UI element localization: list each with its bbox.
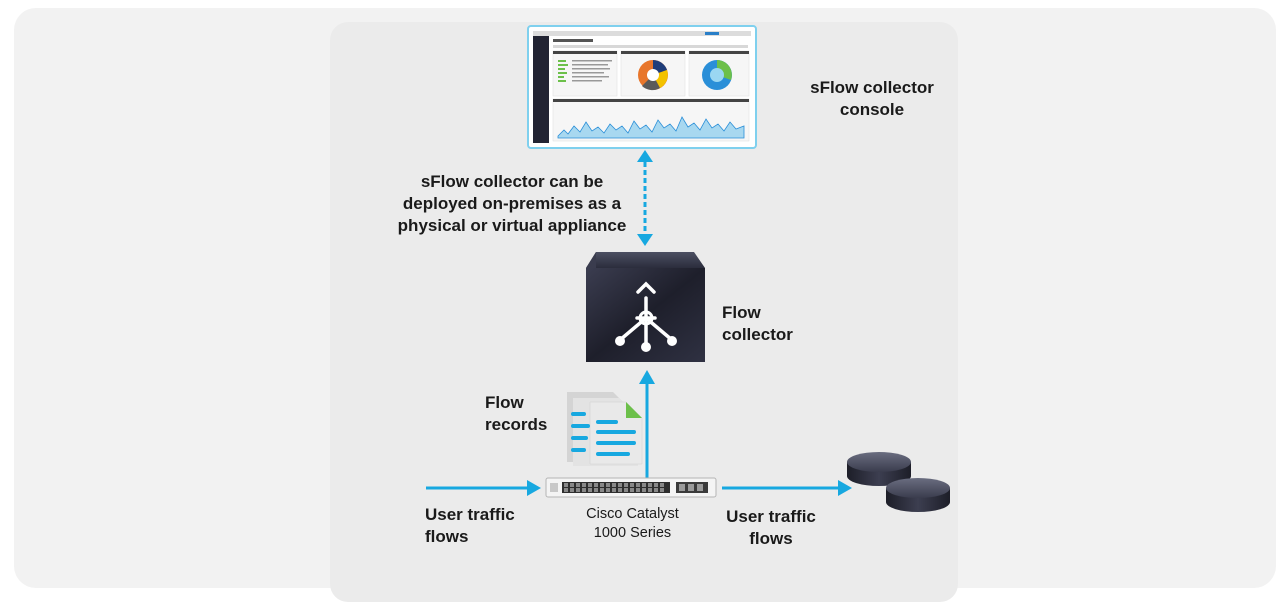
user-traffic-in-arrow xyxy=(426,480,541,496)
network-diagram xyxy=(426,25,950,512)
user-traffic-in-label: User traffic flows xyxy=(425,505,515,546)
cisco-catalyst-switch-icon xyxy=(545,477,717,498)
user-traffic-out-label: User traffic flows xyxy=(726,507,816,548)
user-traffic-out-arrow xyxy=(722,480,852,496)
deployment-note: sFlow collector can be deployed on-premi… xyxy=(397,172,627,235)
flow-collector-label: Flow collector xyxy=(722,303,793,344)
console-collector-link-arrow xyxy=(637,150,653,246)
switch-label: Cisco Catalyst 1000 Series xyxy=(586,506,679,541)
sflow-console-monitor-icon xyxy=(527,25,757,149)
flow-records-label: Flow records xyxy=(485,393,548,434)
console-label: sFlow collector console xyxy=(810,78,934,119)
flow-records-documents-icon xyxy=(567,392,643,466)
flow-collector-appliance-icon xyxy=(586,252,705,362)
destination-servers-icon xyxy=(847,452,950,512)
switch-to-collector-arrow xyxy=(639,370,655,478)
